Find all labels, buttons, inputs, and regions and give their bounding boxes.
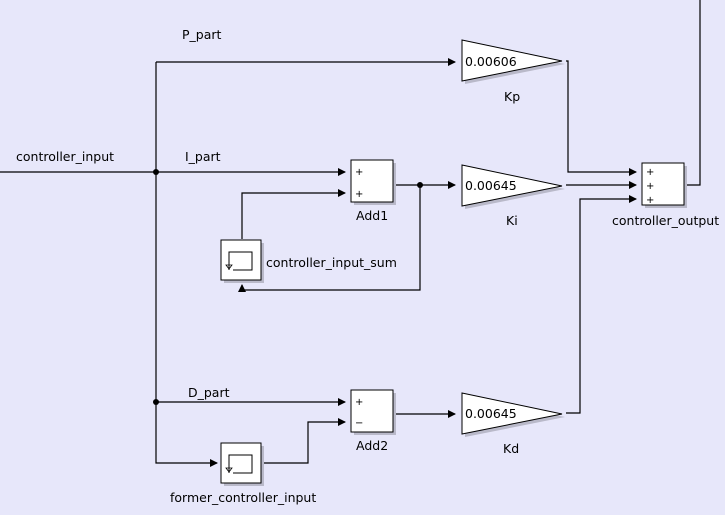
signal-label-p-part: P_part	[182, 27, 222, 42]
branch-point-add1	[417, 182, 423, 188]
unit-delay-icon	[225, 251, 253, 271]
branch-point-input	[153, 169, 159, 175]
add1-sign-2: +	[355, 189, 363, 200]
controller-output-label: controller_output	[612, 213, 719, 228]
gain-ki-label: Ki	[506, 213, 518, 228]
out-sign-1: +	[646, 167, 654, 178]
signal-label-d-part: D_part	[188, 385, 230, 400]
add2-label: Add2	[356, 438, 388, 453]
out-sign-3: +	[646, 195, 654, 206]
add2-sign-1: +	[355, 397, 363, 408]
delay-prev-label: former_controller_input	[170, 490, 316, 505]
out-sign-2: +	[646, 181, 654, 192]
wire-sum-feedback-in[interactable]	[241, 189, 346, 239]
gain-kp-value: 0.00606	[465, 54, 517, 69]
add2-sign-2: −	[355, 418, 363, 429]
gain-block-kd[interactable]: 0.00645	[461, 392, 565, 437]
branch-point-d	[153, 399, 159, 405]
unit-delay-icon	[225, 454, 253, 474]
signal-label-controller-input: controller_input	[16, 149, 114, 164]
signal-label-i-part: I_part	[185, 149, 221, 164]
delay-block-controller-input-sum[interactable]	[220, 239, 264, 283]
gain-kd-label: Kd	[503, 441, 519, 456]
sum-block-add1[interactable]: + +	[350, 159, 396, 205]
gain-block-kp[interactable]: 0.00606	[461, 39, 565, 84]
wire-output[interactable]	[686, 0, 701, 186]
gain-block-ki[interactable]: 0.00645	[461, 164, 565, 209]
add1-sign-1: +	[355, 167, 363, 178]
gain-kp-label: Kp	[504, 89, 520, 104]
add1-label: Add1	[356, 208, 388, 223]
wire-kp-out[interactable]	[566, 60, 637, 176]
delay-block-former-controller-input[interactable]	[220, 442, 264, 486]
wire-to-former-input[interactable]	[155, 402, 218, 467]
gain-kd-value: 0.00645	[465, 406, 517, 421]
wire-kd-out[interactable]	[566, 195, 637, 414]
delay-sum-label: controller_input_sum	[266, 255, 397, 270]
sum-block-add2[interactable]: + −	[350, 389, 396, 435]
sum-block-controller-output[interactable]: + + +	[641, 162, 687, 208]
gain-ki-value: 0.00645	[465, 178, 517, 193]
wire-former-input-out[interactable]	[264, 418, 346, 464]
wire-sum-feedback-loop[interactable]	[238, 185, 421, 292]
